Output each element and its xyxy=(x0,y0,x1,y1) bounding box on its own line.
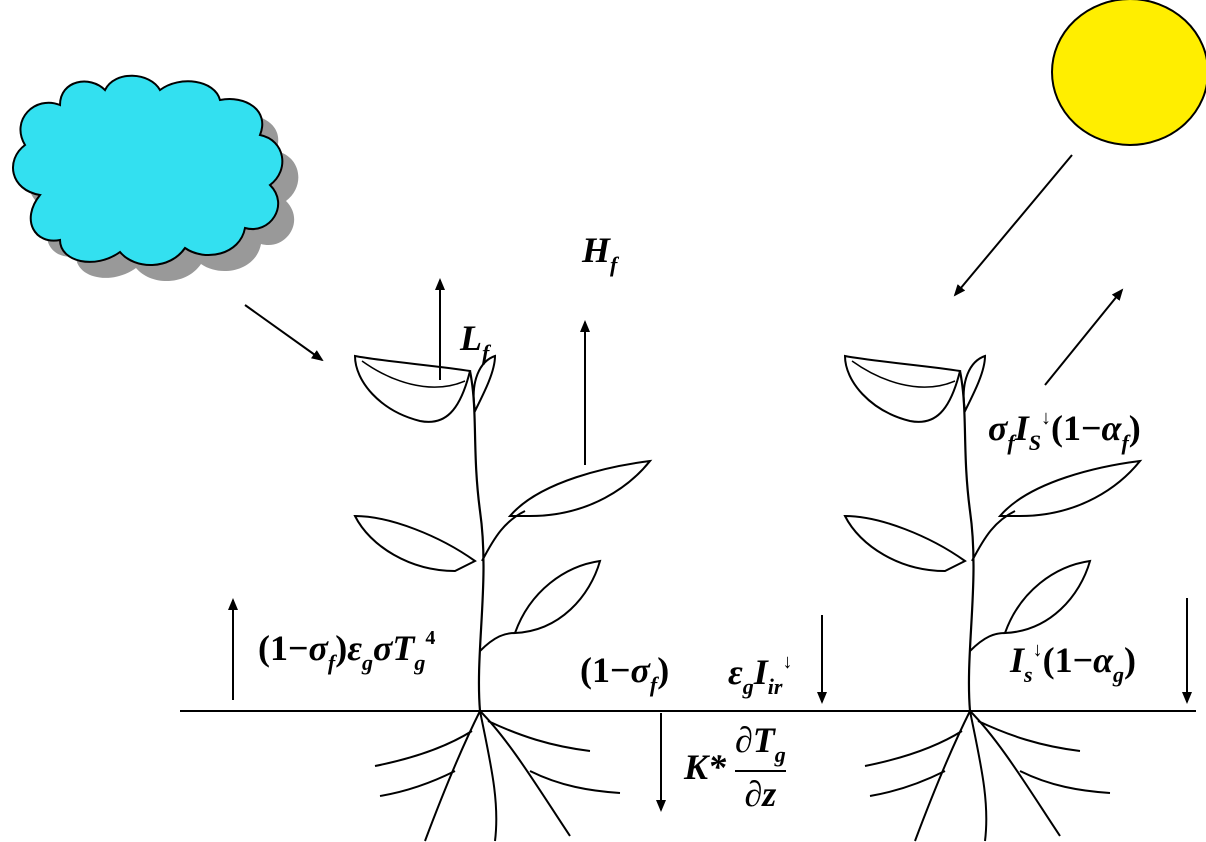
label-ground-solar: Is↓(1−αg) xyxy=(1010,639,1137,687)
cloud-to-plant-arrow xyxy=(244,304,324,362)
label-conduction: K* ∂Tg ∂z xyxy=(684,720,786,814)
label-Hf: Hf xyxy=(582,230,618,277)
label-ground-ir-factor: (1−σf) xyxy=(580,650,670,697)
sun-icon xyxy=(1051,0,1206,146)
reflected-arrow xyxy=(1044,288,1124,386)
sun-incoming-arrow xyxy=(953,154,1073,297)
label-ground-ir: εgIir↓ xyxy=(728,651,793,699)
label-Lf: Lf xyxy=(460,318,490,365)
label-ground-emission: (1−σf)εgσTg4 xyxy=(258,627,436,675)
plant-icon xyxy=(353,354,652,842)
label-reflected-solar: σfIS↓(1−αf) xyxy=(988,407,1141,455)
cloud-icon xyxy=(12,74,299,282)
